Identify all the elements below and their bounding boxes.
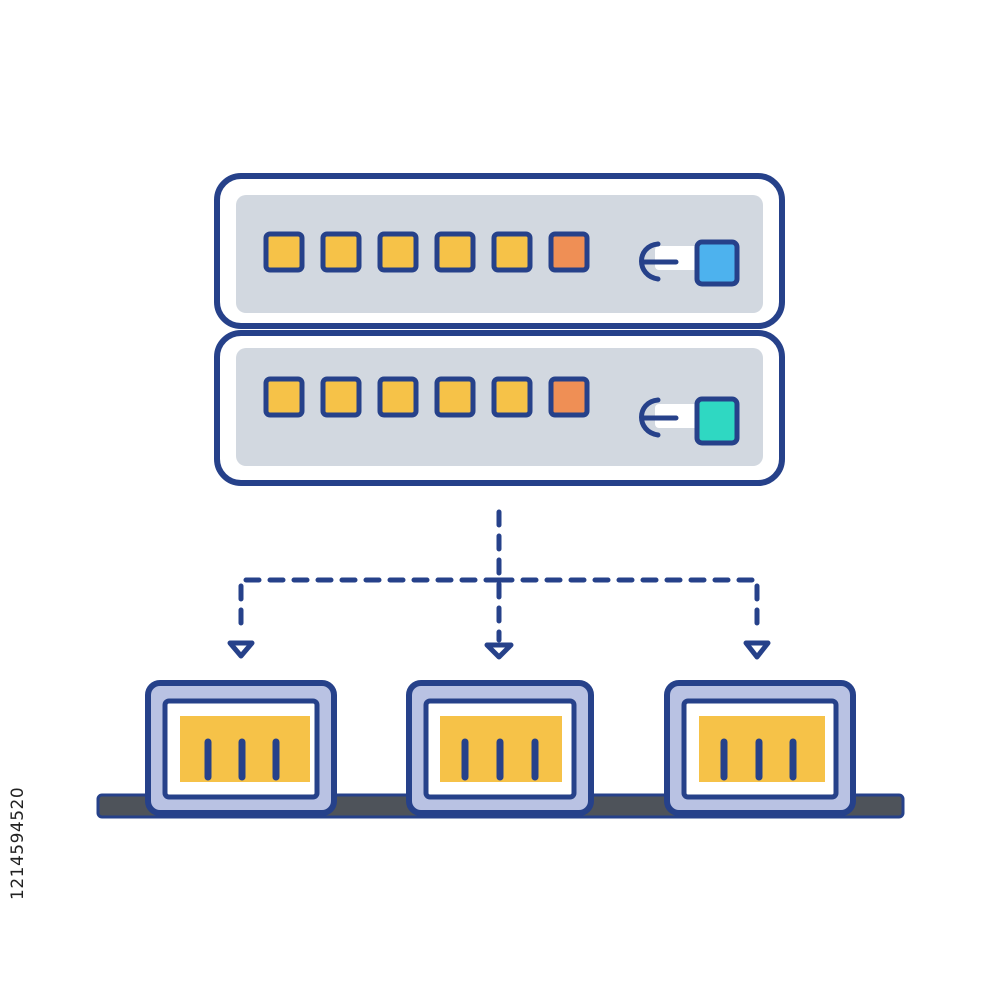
port-status-orange [548, 376, 590, 418]
port [434, 376, 476, 418]
port [377, 231, 419, 273]
link-left [238, 577, 502, 631]
server-top-port-row [263, 231, 590, 273]
connector-left [145, 680, 337, 816]
connector-middle [406, 680, 594, 816]
port [320, 231, 362, 273]
port [377, 376, 419, 418]
dashed-connections [238, 509, 760, 643]
connector-pins [204, 738, 280, 781]
server-unit-bottom [214, 330, 785, 486]
port [491, 376, 533, 418]
connector-pins [720, 738, 797, 781]
status-light-blue [694, 239, 740, 287]
port [434, 231, 476, 273]
server-unit-top [214, 173, 785, 329]
server-bottom-power-toggle [639, 396, 740, 446]
server-bottom-port-row [263, 376, 590, 418]
arrow-down-icon [743, 640, 771, 660]
arrowheads [227, 640, 771, 660]
connector-right [664, 680, 856, 816]
port [320, 376, 362, 418]
link-right [496, 577, 760, 633]
port-status-orange [548, 231, 590, 273]
port [263, 376, 305, 418]
connector-pins [461, 738, 539, 781]
stock-image-id: 1214594520 [8, 786, 28, 900]
port [263, 231, 305, 273]
status-light-teal [694, 396, 740, 446]
arrow-down-icon [484, 642, 514, 660]
arrow-down-icon [227, 640, 255, 659]
port [491, 231, 533, 273]
server-top-power-toggle [639, 239, 740, 287]
